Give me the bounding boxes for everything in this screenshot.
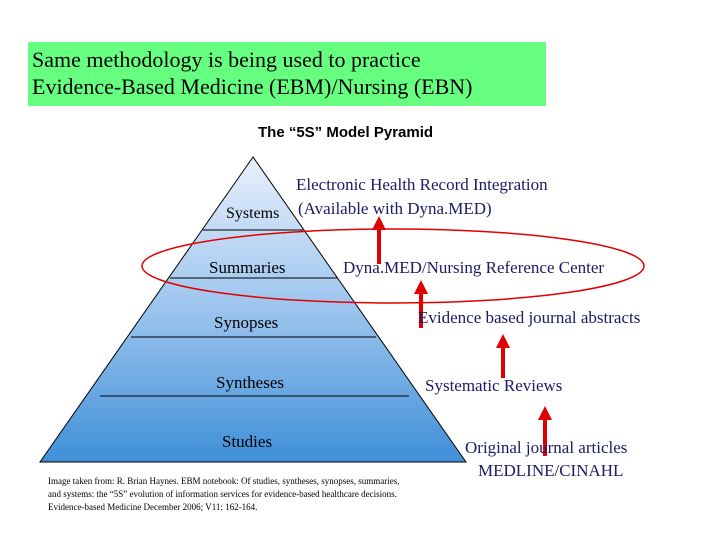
up-arrow-icon: [496, 334, 510, 378]
up-arrow-icon: [538, 406, 552, 456]
citation-line-2: and systems: the “5S” evolution of infor…: [48, 489, 397, 499]
citation: Image taken from: R. Brian Haynes. EBM n…: [48, 475, 468, 514]
annotation-synopses: Evidence based journal abstracts: [418, 308, 641, 327]
level-syntheses: Syntheses: [216, 373, 284, 392]
pyramid-shape: [39, 156, 467, 463]
pyramid-heading: The “5S” Model Pyramid: [258, 124, 434, 141]
level-summaries: Summaries: [209, 258, 286, 277]
annotation-systems-line-1: Electronic Health Record Integration: [296, 175, 548, 194]
citation-line-3: Evidence-based Medicine December 2006; V…: [48, 502, 258, 512]
title-box: Same methodology is being used to practi…: [28, 42, 546, 106]
citation-line-1: Image taken from: R. Brian Haynes. EBM n…: [48, 476, 400, 486]
up-arrow-icon: [414, 280, 428, 328]
level-studies: Studies: [222, 432, 273, 451]
up-arrow-icon: [372, 216, 386, 264]
annotation-studies-line-2: MEDLINE/CINAHL: [478, 461, 624, 480]
level-synopses: Synopses: [214, 313, 279, 332]
annotation-syntheses: Systematic Reviews: [425, 376, 563, 395]
title-line-2: Evidence-Based Medicine (EBM)/Nursing (E…: [32, 74, 473, 99]
annotation-studies-line-1: Original journal articles: [465, 438, 628, 457]
annotation-summaries: Dyna.MED/Nursing Reference Center: [343, 258, 605, 277]
highlight-ellipse: [141, 228, 645, 304]
annotation-systems-line-2: (Available with Dyna.MED): [298, 199, 492, 218]
title-line-1: Same methodology is being used to practi…: [32, 47, 421, 72]
level-systems: Systems: [226, 205, 280, 222]
